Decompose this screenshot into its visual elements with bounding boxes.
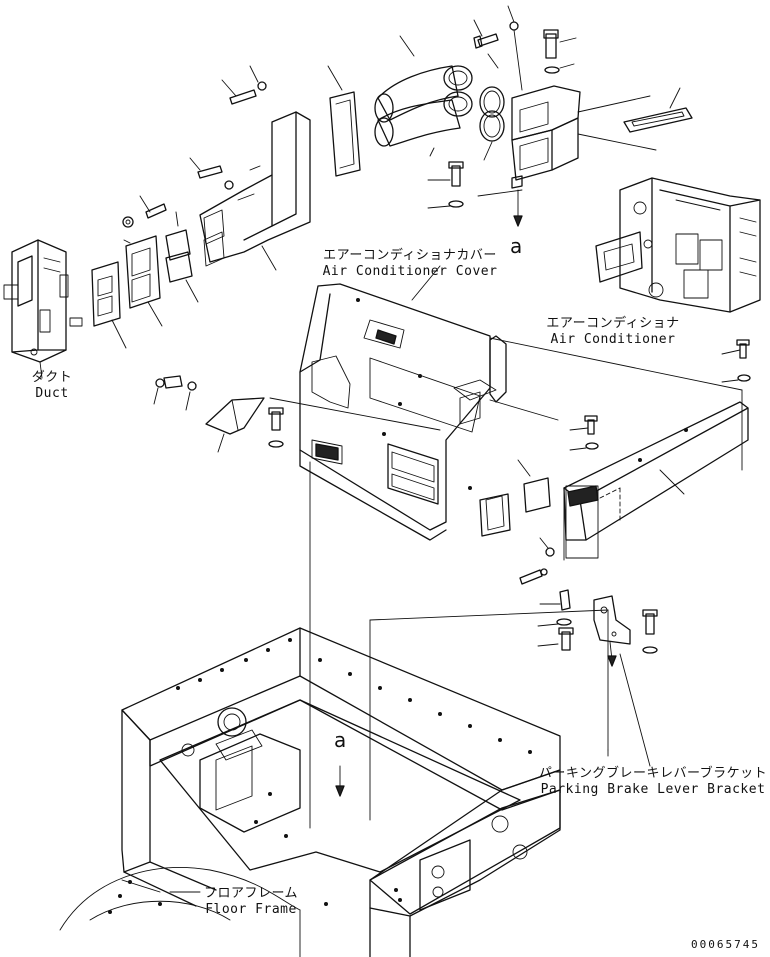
beam-gaskets <box>479 459 551 537</box>
ac-gasket-frame <box>623 87 693 133</box>
reference-mark-a-upper: a <box>510 234 523 258</box>
floor-label-en: Floor Frame <box>205 902 297 917</box>
duct-part <box>3 239 83 379</box>
cover-bolt <box>268 407 284 448</box>
reference-mark-a-lower: a <box>334 728 347 752</box>
bolts-top <box>473 5 577 91</box>
duct-gasket <box>91 261 127 349</box>
cover-left-hardware <box>153 375 441 453</box>
ac-label: エアーコンディショナ Air Conditioner <box>538 316 688 348</box>
bolts-connector <box>427 161 464 209</box>
parking-brake-bracket <box>537 589 658 767</box>
main-duct-body <box>199 111 311 271</box>
duct-label: ダクト Duct <box>22 370 82 402</box>
cover-label: エアーコンディショナカバー Air Conditioner Cover <box>310 248 510 280</box>
cover-label-jp: エアーコンディショナカバー <box>323 248 497 263</box>
bracket-label-jp: パーキングブレーキレバーブラケット <box>538 766 768 781</box>
air-conditioner-cover <box>299 265 507 541</box>
bracket-label: パーキングブレーキレバーブラケット Parking Brake Lever Br… <box>536 766 770 798</box>
drawing-code: 00065745 <box>691 938 760 951</box>
bracket-label-en: Parking Brake Lever Bracket <box>540 782 766 797</box>
duct-label-jp: ダクト <box>31 370 73 385</box>
air-conditioner-unit <box>595 177 761 313</box>
ac-label-jp: エアーコンディショナ <box>546 316 680 331</box>
floor-frame <box>59 627 609 957</box>
ac-connector-box <box>477 85 657 227</box>
floor-label-jp: フロアフレーム <box>203 886 299 901</box>
o-rings <box>479 53 505 161</box>
bolts-duct <box>122 65 267 244</box>
floor-label: フロアフレーム Floor Frame <box>196 886 306 918</box>
hoses <box>374 35 473 157</box>
duct-adapter <box>125 235 163 327</box>
cover-leaders <box>309 337 743 829</box>
cover-label-en: Air Conditioner Cover <box>322 264 498 279</box>
small-gaskets <box>165 211 199 303</box>
beam-bolts <box>519 339 751 585</box>
duct-label-en: Duct <box>35 386 69 401</box>
support-beam <box>539 401 749 561</box>
cover-gasket-plate <box>327 65 361 177</box>
ac-label-en: Air Conditioner <box>550 332 676 347</box>
